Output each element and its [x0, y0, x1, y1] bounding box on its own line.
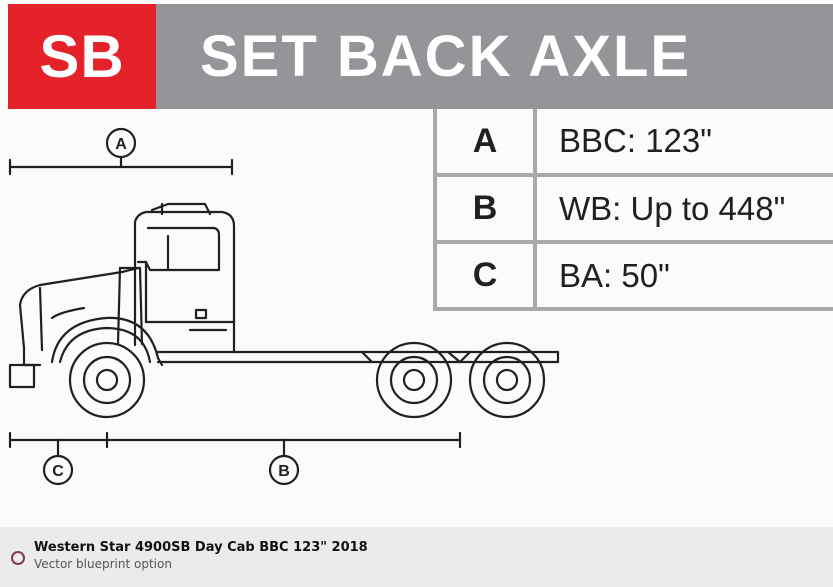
caption-subtitle: Vector blueprint option: [34, 557, 172, 571]
dimension-a-label: A: [115, 136, 127, 153]
dimension-a: [8, 127, 234, 176]
page-title: SET BACK AXLE: [156, 4, 833, 109]
spec-row-b: B WB: Up to 448": [433, 175, 833, 244]
radio-circle-icon: [11, 551, 25, 565]
spec-row-c: C BA: 50": [433, 242, 833, 311]
dimension-c-label: C: [52, 463, 64, 480]
header-banner: SB SET BACK AXLE: [8, 4, 833, 109]
spec-value: BBC: 123": [535, 109, 833, 177]
dimension-b: [105, 431, 462, 486]
dimension-b-label: B: [278, 463, 290, 480]
caption-bar: Western Star 4900SB Day Cab BBC 123" 201…: [0, 527, 833, 587]
spec-value: WB: Up to 448": [535, 175, 833, 244]
spec-row-a: A BBC: 123": [433, 109, 833, 177]
spec-key: B: [433, 175, 537, 244]
caption-title: Western Star 4900SB Day Cab BBC 123" 201…: [34, 540, 368, 555]
dimension-c: [8, 431, 109, 486]
axle-code-badge: SB: [8, 4, 156, 109]
truck-side-view-icon: [8, 202, 560, 419]
spec-key: C: [433, 242, 537, 311]
spec-key: A: [433, 109, 537, 177]
spec-table: A BBC: 123" B WB: Up to 448" C BA: 50": [433, 109, 833, 311]
spec-value: BA: 50": [535, 242, 833, 311]
truck-blueprint: A: [8, 127, 560, 486]
